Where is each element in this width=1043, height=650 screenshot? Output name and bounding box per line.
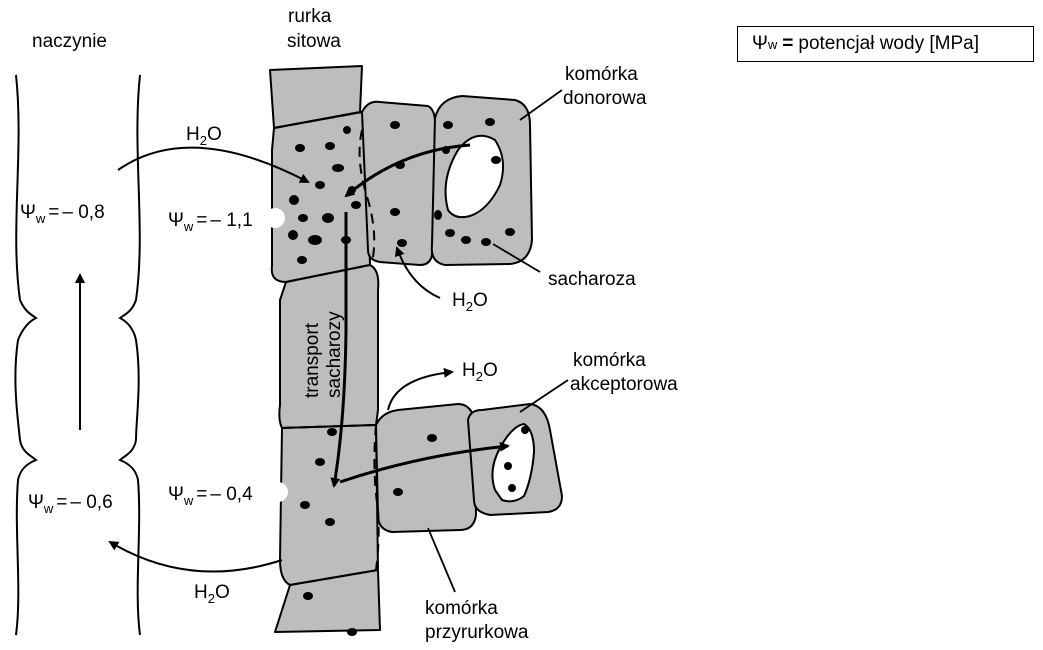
label-akceptor-2: akceptorowa [570,374,678,395]
label-akceptor-1: komórka [573,350,646,371]
label-donor-1: komórka [565,64,638,85]
label-h2o-companion: H2O [452,290,488,314]
lower-companion-cells [376,404,562,532]
sieve-element-upper [272,112,370,282]
leader-akceptor [520,380,568,412]
arrow-water-out-acceptor [388,372,452,410]
label-transport-2: sacharozy [324,311,345,398]
sieve-element-lower [280,425,378,585]
leader-przyrurkowa [428,528,455,592]
label-naczynie: naczynie [32,31,107,52]
sieve-bottom-label-bg [268,482,288,502]
psi-sieve-bottom: Ψw=– 0,4 [168,484,253,508]
sieve-top-label-bg [265,208,285,228]
label-rurka-sitowa-2: sitowa [287,31,341,52]
label-donor-2: donorowa [563,88,647,109]
vessel-left-wall [15,75,36,635]
label-h2o-acceptor: H2O [462,360,498,384]
label-przyrurkowa-2: przyrurkowa [425,622,529,643]
leader-donor [520,90,562,120]
psi-vessel-bottom: Ψw=– 0,6 [28,492,113,516]
label-h2o-bottom: H2O [194,582,230,606]
label-rurka-sitowa-1: rurka [288,6,332,27]
arrow-water-sieve-to-vessel [110,542,282,572]
psi-sieve-top: Ψw=– 1,1 [168,210,253,234]
psi-vessel-top: Ψw=– 0,8 [20,202,105,226]
label-h2o-top: H2O [186,124,222,148]
label-sacharoza: sacharoza [548,269,636,290]
label-transport-1: transport [302,322,323,398]
label-transport-group: transport sacharozy [302,311,345,398]
label-przyrurkowa-1: komórka [425,598,498,619]
vessel [15,75,140,635]
